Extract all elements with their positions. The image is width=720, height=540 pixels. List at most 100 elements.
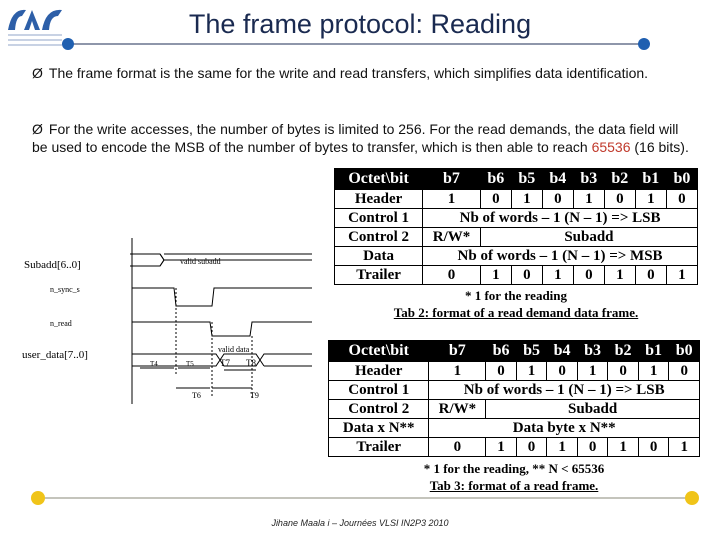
bit-cell: 1 bbox=[603, 265, 636, 285]
header-cell: b4 bbox=[546, 340, 578, 362]
table-read-frame: Octet\bit b7 b6 b5 b4 b3 b2 b1 b0 Header… bbox=[327, 340, 700, 457]
header-cell: Octet\bit bbox=[333, 168, 424, 190]
row-label: Data x N** bbox=[327, 418, 430, 438]
row-label: Data bbox=[333, 246, 424, 266]
table-row: Data Nb of words – 1 (N – 1) => MSB bbox=[333, 246, 698, 266]
signal-label: Subadd[6..0] bbox=[24, 259, 81, 271]
table-header-row: Octet\bit b7 b6 b5 b4 b3 b2 b1 b0 bbox=[327, 340, 700, 362]
marker-label: T6 bbox=[192, 391, 201, 400]
signal-label: user_data[7..0] bbox=[22, 349, 88, 361]
bullet-2-text: For the write accesses, the number of by… bbox=[32, 121, 679, 155]
arrow-bullet-icon: Ø bbox=[32, 65, 43, 81]
header-cell: b6 bbox=[485, 340, 517, 362]
table-row: Control 1 Nb of words – 1 (N – 1) => LSB bbox=[327, 380, 700, 400]
table-row: Control 1 Nb of words – 1 (N – 1) => LSB bbox=[333, 208, 698, 228]
title-underline bbox=[62, 38, 650, 50]
span-cell: Nb of words – 1 (N – 1) => LSB bbox=[422, 208, 698, 228]
header-cell: b6 bbox=[479, 168, 512, 190]
bottom-rule bbox=[31, 491, 699, 505]
table-row: Trailer 0 1 0 1 0 1 0 1 bbox=[327, 437, 700, 457]
table2-note: * 1 for the reading bbox=[464, 288, 568, 303]
header-cell: Octet\bit bbox=[327, 340, 430, 362]
bit-cell: 1 bbox=[607, 437, 639, 457]
row-label: Trailer bbox=[327, 437, 430, 457]
header-cell: b0 bbox=[668, 340, 700, 362]
row-label: Control 1 bbox=[327, 380, 430, 400]
bit-cell: 1 bbox=[665, 265, 699, 285]
marker-label: T9 bbox=[250, 391, 259, 400]
header-cell: b3 bbox=[572, 168, 605, 190]
table2-caption: Tab 2: format of a read demand data fram… bbox=[393, 305, 639, 320]
span-cell: Subadd bbox=[485, 399, 700, 419]
signal-label: n_sync_s bbox=[50, 285, 80, 294]
table-row: Header 1 0 1 0 1 0 1 0 bbox=[333, 189, 699, 209]
table-row: Control 2 R/W* Subadd bbox=[333, 227, 699, 247]
row-label: Control 2 bbox=[333, 227, 424, 247]
header-cell: b4 bbox=[541, 168, 574, 190]
bit-cell: 0 bbox=[603, 189, 636, 209]
bit-cell: 1 bbox=[572, 189, 605, 209]
valid-subadd-label: valid subadd bbox=[180, 257, 221, 266]
bit-cell: 0 bbox=[634, 265, 667, 285]
bullet-1: Ø The frame format is the same for the wr… bbox=[32, 64, 692, 82]
table-row: Control 2 R/W* Subadd bbox=[327, 399, 700, 419]
bit-cell: 0 bbox=[479, 189, 512, 209]
header-cell: b5 bbox=[510, 168, 543, 190]
bit-cell: 1 bbox=[485, 437, 517, 457]
bit-cell: 0 bbox=[668, 361, 700, 381]
rw-cell: R/W* bbox=[422, 227, 481, 247]
bullet-2-highlight: 65536 bbox=[591, 139, 631, 155]
bit-cell: 0 bbox=[515, 437, 548, 457]
span-cell: Nb of words – 1 (N – 1) => LSB bbox=[428, 380, 700, 400]
header-cell: b3 bbox=[576, 340, 609, 362]
bit-cell: 1 bbox=[637, 361, 670, 381]
timing-diagram: Subadd[6..0] n_sync_s n_read user_data[7… bbox=[22, 238, 312, 404]
header-cell: b5 bbox=[515, 340, 548, 362]
row-label: Trailer bbox=[333, 265, 424, 285]
marker-label: T5 bbox=[186, 360, 194, 368]
bit-cell: 0 bbox=[665, 189, 699, 209]
bullet-1-text: The frame format is the same for the wri… bbox=[48, 65, 649, 81]
marker-label: T7 bbox=[220, 358, 230, 368]
bit-cell: 1 bbox=[510, 189, 543, 209]
rw-cell: R/W* bbox=[428, 399, 487, 419]
bit-cell: 0 bbox=[510, 265, 543, 285]
bit-cell: 1 bbox=[546, 437, 578, 457]
header-cell: b2 bbox=[603, 168, 636, 190]
table3-caption: Tab 3: format of a read frame. bbox=[429, 478, 599, 493]
bit-cell: 0 bbox=[485, 361, 517, 381]
bit-cell: 0 bbox=[541, 189, 574, 209]
marker-label: T4 bbox=[150, 360, 158, 368]
marker-label: T8 bbox=[246, 358, 256, 368]
header-cell: b7 bbox=[428, 340, 487, 362]
lal-logo-icon bbox=[8, 9, 62, 46]
table3-note: * 1 for the reading, ** N < 65536 bbox=[423, 461, 605, 476]
bit-cell: 0 bbox=[572, 265, 605, 285]
row-label: Control 1 bbox=[333, 208, 424, 228]
row-label: Header bbox=[327, 361, 430, 381]
header-cell: b1 bbox=[637, 340, 670, 362]
bit-cell: 0 bbox=[422, 265, 481, 285]
bit-cell: 1 bbox=[479, 265, 512, 285]
row-label: Control 2 bbox=[327, 399, 430, 419]
table-row: Header 1 0 1 0 1 0 1 0 bbox=[327, 361, 700, 381]
header-cell: b0 bbox=[665, 168, 699, 190]
table-read-demand: Octet\bit b7 b6 b5 b4 b3 b2 b1 b0 Header… bbox=[333, 168, 699, 285]
table-row: Trailer 0 1 0 1 0 1 0 1 bbox=[333, 265, 699, 285]
bit-cell: 0 bbox=[428, 437, 487, 457]
row-label: Header bbox=[333, 189, 424, 209]
arrow-bullet-icon: Ø bbox=[32, 121, 43, 137]
header-cell: b7 bbox=[422, 168, 481, 190]
bit-cell: 1 bbox=[668, 437, 700, 457]
bit-cell: 1 bbox=[428, 361, 487, 381]
signal-label: n_read bbox=[50, 319, 72, 328]
span-cell: Nb of words – 1 (N – 1) => MSB bbox=[422, 246, 698, 266]
bit-cell: 1 bbox=[634, 189, 667, 209]
bit-cell: 0 bbox=[576, 437, 609, 457]
table-header-row: Octet\bit b7 b6 b5 b4 b3 b2 b1 b0 bbox=[333, 168, 699, 190]
bit-cell: 0 bbox=[546, 361, 578, 381]
footer-text: Jihane Maala i – Journées VLSI IN2P3 201… bbox=[271, 518, 449, 528]
bit-cell: 1 bbox=[422, 189, 481, 209]
span-cell: Data byte x N** bbox=[428, 418, 700, 438]
